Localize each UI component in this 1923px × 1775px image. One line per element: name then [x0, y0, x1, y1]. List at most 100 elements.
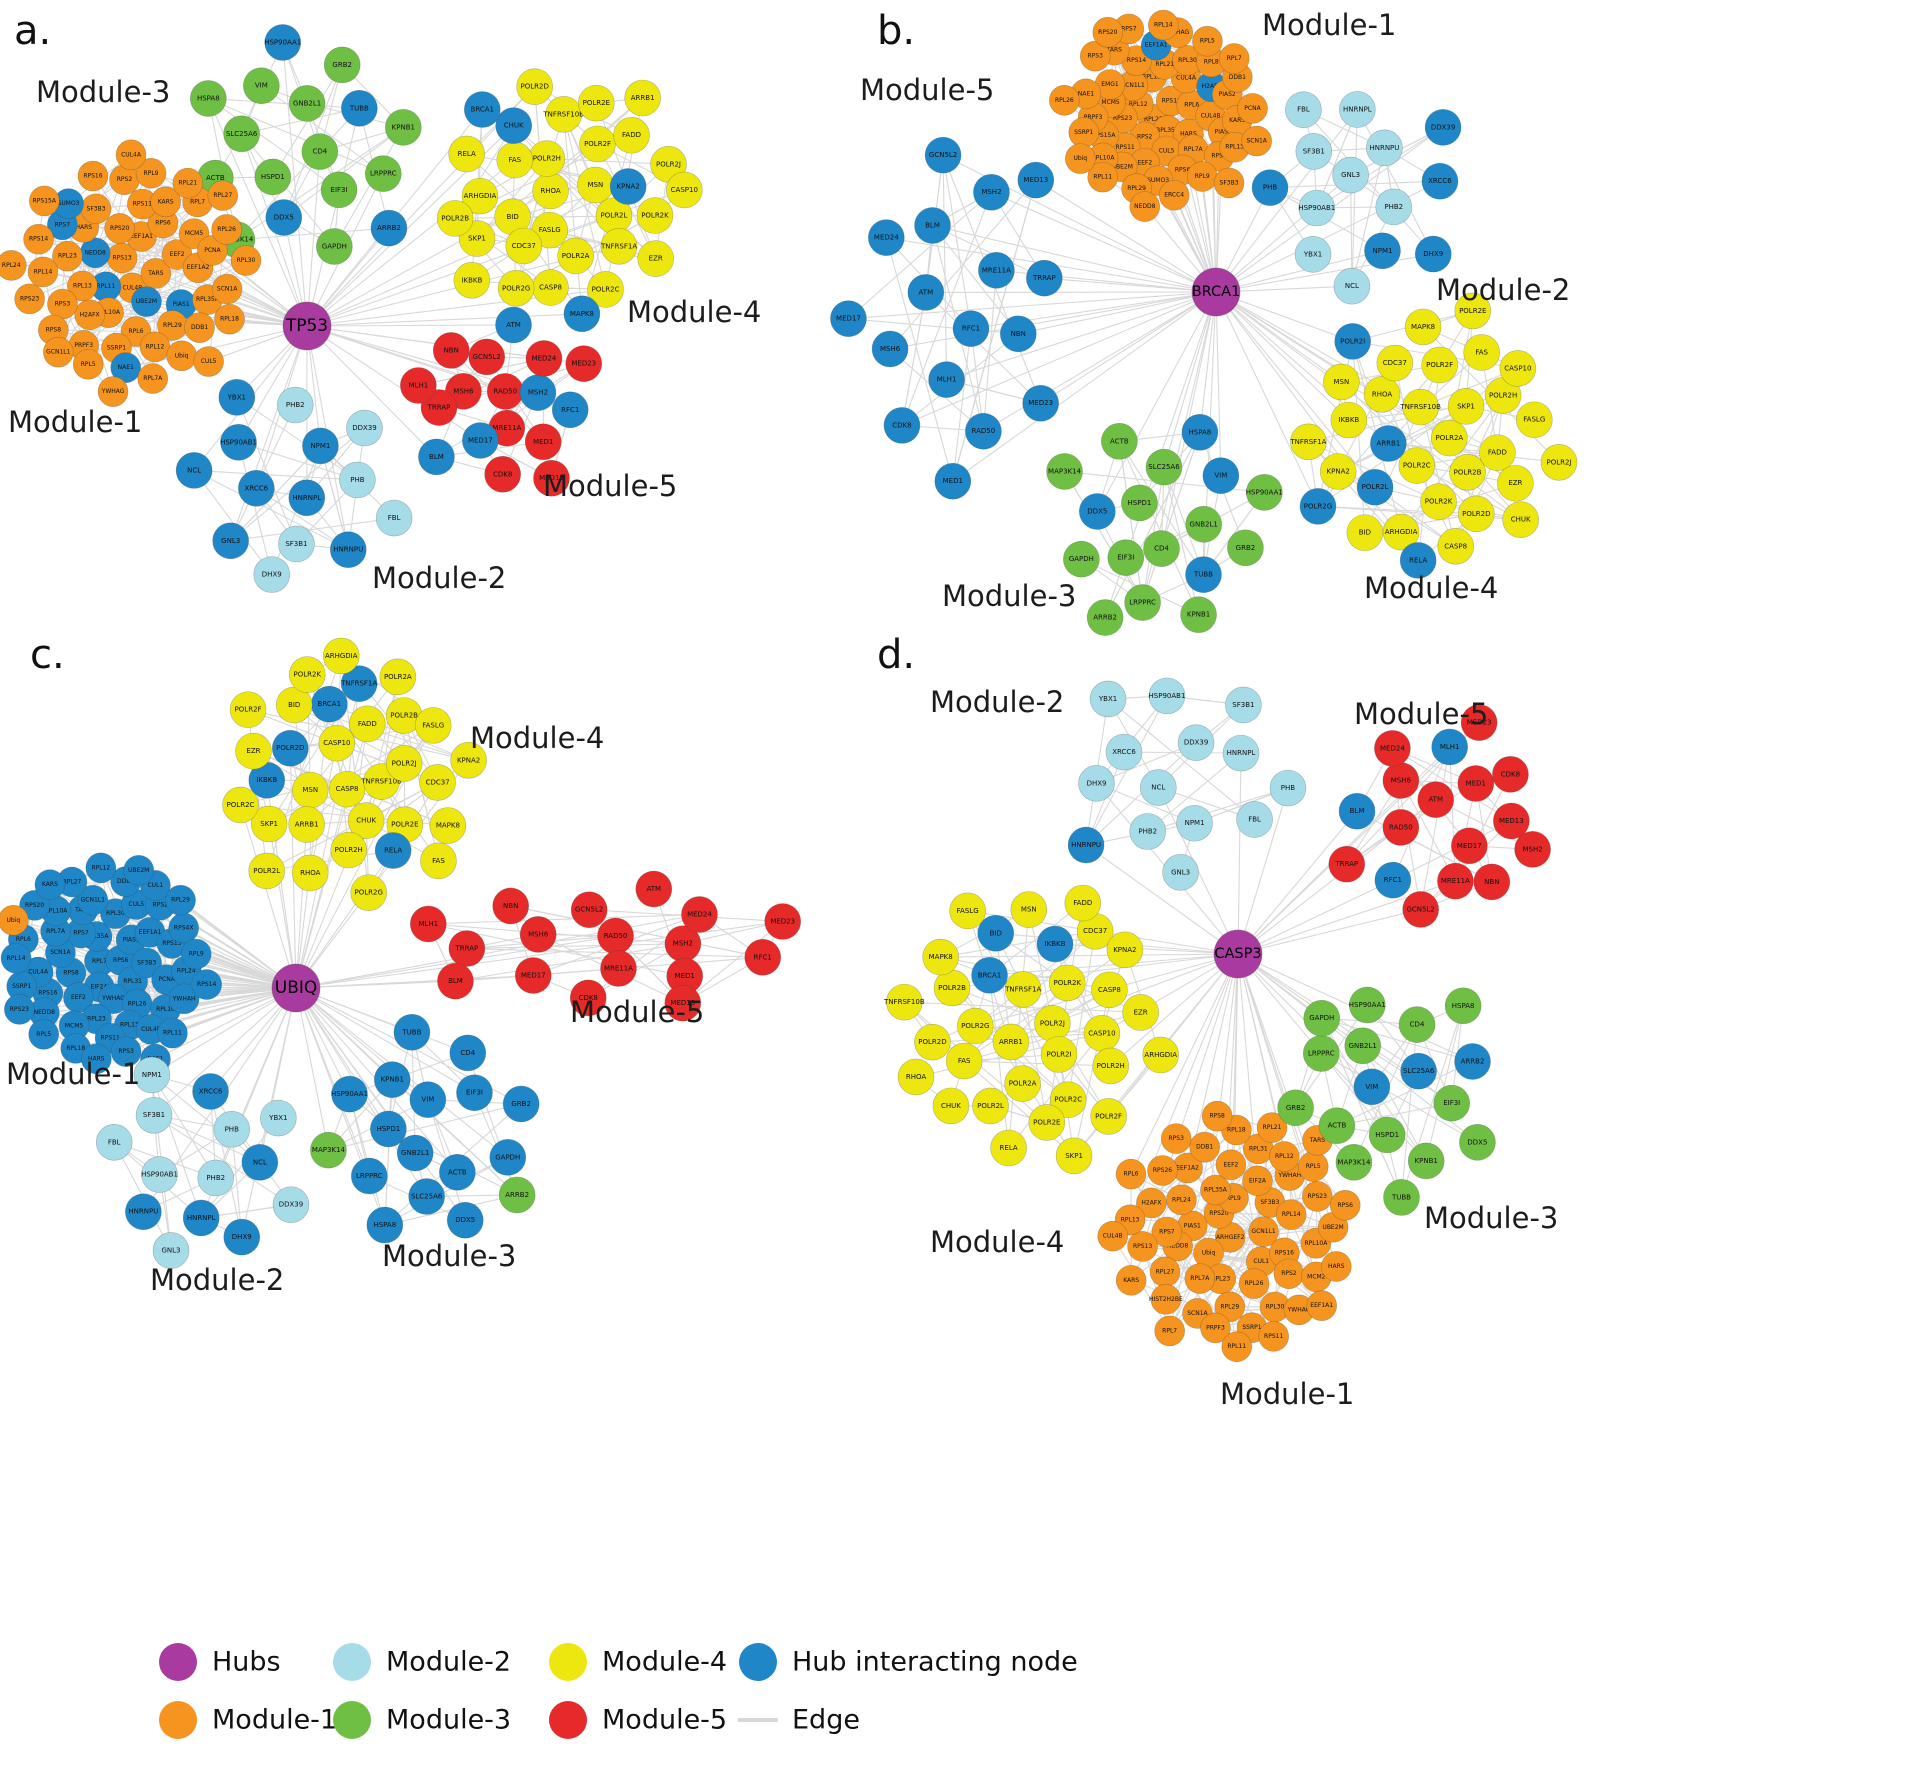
panel-letter-a: a.	[14, 8, 51, 54]
node-circle	[1213, 167, 1245, 199]
node-POLR2F: POLR2F	[229, 691, 267, 728]
node-circle	[1454, 1043, 1491, 1080]
node-circle	[349, 705, 386, 743]
node-circle	[577, 166, 614, 204]
hub-label: BRCA1	[1192, 284, 1241, 300]
node-circle	[461, 177, 499, 215]
node-circle	[1402, 891, 1439, 928]
node-HNRNPU: HNRNPU	[1366, 129, 1403, 167]
node-PHB2: PHB2	[276, 386, 314, 424]
edge	[889, 179, 1037, 350]
node-circle	[952, 310, 990, 347]
node-HSP90AA1: HSP90AA1	[1246, 474, 1283, 511]
node-circle	[311, 685, 348, 723]
node-MLH1: MLH1	[400, 367, 437, 404]
node-circle	[409, 1081, 447, 1118]
node-circle	[1366, 129, 1403, 167]
node-POLR2A: POLR2A	[557, 237, 594, 275]
node-circle	[883, 407, 921, 444]
node-LRPPRC: LRPPRC	[1302, 1035, 1340, 1072]
node-circle	[1433, 1084, 1471, 1122]
node-circle	[1202, 457, 1240, 494]
edge	[436, 363, 585, 458]
node-circle	[450, 741, 487, 779]
node-FBL: FBL	[95, 1123, 133, 1161]
node-circle	[907, 274, 945, 311]
edge	[989, 902, 1084, 976]
node-VIM: VIM	[1202, 457, 1240, 494]
node-RPL14: RPL14	[1275, 1199, 1307, 1230]
hub-edge	[295, 850, 394, 989]
edge	[885, 237, 954, 482]
node-circle	[288, 85, 326, 122]
node-NBN: NBN	[1473, 863, 1511, 901]
node-MAP3K14: MAP3K14	[310, 1131, 347, 1169]
node-BLM: BLM	[914, 207, 951, 244]
hub-edge	[306, 185, 629, 327]
node-circle	[1414, 235, 1452, 273]
node-circle	[990, 1129, 1027, 1167]
node-circle	[330, 831, 368, 869]
node-circle	[220, 423, 257, 461]
node-MAPK8: MAPK8	[563, 295, 601, 333]
module-label-a-module-2: Module-2	[372, 561, 506, 595]
node-circle	[1382, 762, 1420, 799]
node-circle	[329, 531, 367, 568]
hub-edge	[1052, 953, 1239, 1024]
node-circle	[150, 186, 181, 218]
hub-edge	[1040, 291, 1217, 404]
legend-swatch	[739, 1643, 777, 1681]
node-CASP8: CASP8	[328, 770, 366, 808]
node-PHB: PHB	[1269, 769, 1307, 807]
node-circle	[1514, 831, 1551, 868]
node-RAD50: RAD50	[965, 412, 1002, 450]
node-circle	[1451, 827, 1488, 865]
node-EIF3I: EIF3I	[1107, 539, 1145, 576]
node-circle	[914, 207, 951, 244]
node-circle	[1302, 1035, 1340, 1072]
node-RPL29: RPL29	[165, 884, 196, 916]
hub-edge	[306, 325, 481, 441]
node-circle	[1321, 1251, 1352, 1282]
node-RHOA: RHOA	[1363, 375, 1401, 413]
node-circle	[1339, 91, 1376, 128]
node-circle	[934, 462, 972, 500]
node-UBE2M: UBE2M	[131, 286, 162, 317]
node-circle	[97, 376, 129, 407]
hub-circle	[271, 963, 321, 1013]
node-IKBKB: IKBKB	[1330, 401, 1368, 439]
node-DDX39: DDX39	[1177, 724, 1215, 761]
node-RPS26: RPS26	[1147, 1155, 1178, 1186]
node-ERCC4: ERCC4	[1158, 179, 1190, 211]
edge	[942, 155, 948, 380]
node-DHX9: DHX9	[1078, 765, 1115, 802]
node-CHUK: CHUK	[495, 107, 533, 144]
node-GAPDH: GAPDH	[1063, 540, 1100, 578]
node-EEF2: EEF2	[1215, 1149, 1247, 1181]
hub-label: TP53	[285, 316, 328, 336]
node-circle	[1382, 513, 1420, 551]
node-circle	[1215, 1149, 1247, 1181]
module-label-b-module-2: Module-2	[1436, 273, 1570, 307]
node-circle	[1269, 769, 1307, 807]
node-PHB2: PHB2	[197, 1159, 235, 1197]
node-MSN: MSN	[1010, 891, 1048, 928]
node-IKBKB: IKBKB	[1036, 925, 1074, 963]
module-label-b-module-1: Module-1	[1262, 8, 1396, 42]
node-GNB2L1: GNB2L1	[288, 85, 326, 122]
node-PHB2: PHB2	[1129, 813, 1167, 850]
panel-letter-b: b.	[877, 8, 915, 54]
node-EIF2A: EIF2A	[1242, 1165, 1273, 1197]
node-DDX39: DDX39	[272, 1186, 310, 1224]
node-circle	[1089, 680, 1127, 718]
node-CDK8: CDK8	[1492, 756, 1529, 793]
node-circle	[1017, 161, 1055, 199]
node-circle	[197, 235, 228, 266]
node-circle	[1049, 1081, 1087, 1119]
node-MED23: MED23	[1022, 384, 1059, 422]
node-HSPD1: HSPD1	[254, 158, 292, 196]
edge	[384, 1156, 509, 1226]
node-CUL4A: CUL4A	[115, 139, 147, 171]
node-circle	[1127, 1231, 1158, 1262]
node-PHB: PHB	[339, 461, 376, 499]
